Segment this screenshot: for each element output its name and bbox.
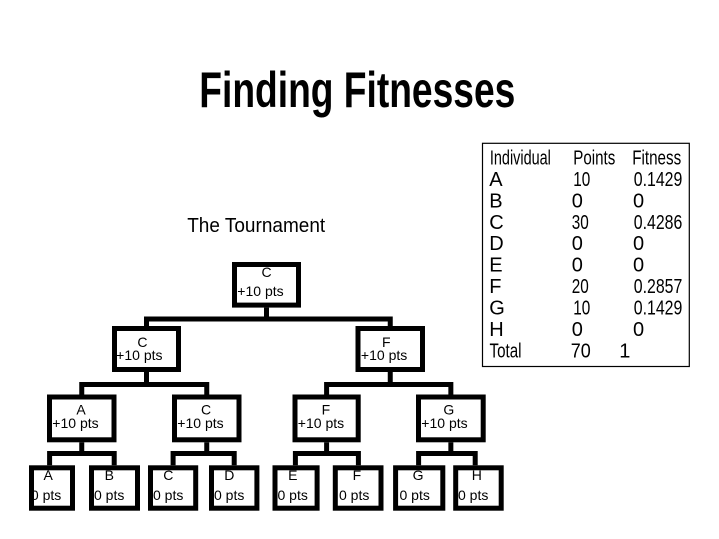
svg-text:B: B — [489, 190, 502, 212]
svg-text:Finding Fitnesses: Finding Fitnesses — [199, 62, 515, 118]
svg-text:The Tournament: The Tournament — [187, 215, 325, 237]
svg-text:0 pts: 0 pts — [94, 487, 124, 503]
svg-text:70: 70 — [571, 340, 591, 362]
svg-text:Points: Points — [573, 148, 615, 170]
svg-text:A: A — [76, 401, 86, 417]
svg-text:0 pts: 0 pts — [214, 487, 244, 503]
svg-text:F: F — [489, 276, 501, 298]
svg-text:0: 0 — [633, 190, 644, 212]
svg-text:C: C — [261, 264, 271, 280]
svg-text:0: 0 — [633, 255, 644, 277]
svg-text:Fitness: Fitness — [632, 148, 681, 170]
svg-text:C: C — [201, 401, 211, 417]
svg-text:G: G — [413, 467, 424, 483]
svg-text:Individual: Individual — [490, 148, 551, 170]
svg-text:D: D — [224, 467, 234, 483]
svg-text:0.1429: 0.1429 — [634, 169, 683, 191]
svg-text:0 pts: 0 pts — [153, 487, 183, 503]
svg-text:F: F — [353, 467, 362, 483]
svg-text:0: 0 — [572, 319, 583, 341]
svg-text:0: 0 — [572, 255, 583, 277]
svg-text:H: H — [489, 319, 503, 341]
svg-text:+10 pts: +10 pts — [116, 347, 162, 363]
svg-text:1: 1 — [619, 340, 630, 362]
svg-text:0.2857: 0.2857 — [634, 276, 683, 298]
svg-text:H: H — [472, 467, 482, 483]
svg-text:A: A — [44, 467, 54, 483]
svg-text:B: B — [105, 467, 114, 483]
svg-text:F: F — [322, 401, 331, 417]
svg-text:A: A — [489, 169, 503, 191]
svg-text:Total: Total — [490, 340, 522, 362]
svg-text:0: 0 — [633, 319, 644, 341]
svg-text:0: 0 — [572, 233, 583, 255]
svg-text:0.1429: 0.1429 — [634, 298, 683, 320]
svg-text:+10 pts: +10 pts — [421, 415, 467, 431]
svg-text:0 pts: 0 pts — [339, 487, 369, 503]
svg-text:+10 pts: +10 pts — [177, 415, 223, 431]
svg-text:E: E — [288, 467, 297, 483]
svg-text:0: 0 — [633, 233, 644, 255]
svg-text:C: C — [163, 467, 173, 483]
svg-text:20: 20 — [572, 276, 589, 298]
svg-text:0.4286: 0.4286 — [634, 212, 683, 234]
svg-text:E: E — [489, 255, 502, 277]
svg-text:0: 0 — [572, 190, 583, 212]
svg-text:0 pts: 0 pts — [31, 487, 61, 503]
svg-text:C: C — [137, 334, 147, 350]
svg-text:G: G — [489, 298, 505, 320]
svg-text:10: 10 — [573, 169, 590, 191]
svg-text:30: 30 — [572, 212, 589, 234]
svg-text:0 pts: 0 pts — [278, 487, 308, 503]
svg-text:F: F — [382, 334, 391, 350]
svg-text:D: D — [489, 233, 503, 255]
svg-text:+10 pts: +10 pts — [298, 415, 344, 431]
svg-text:G: G — [443, 401, 454, 417]
svg-text:+10 pts: +10 pts — [237, 283, 283, 299]
svg-text:0 pts: 0 pts — [458, 487, 488, 503]
svg-text:+10 pts: +10 pts — [361, 347, 407, 363]
svg-text:C: C — [489, 212, 503, 234]
svg-text:10: 10 — [573, 298, 590, 320]
svg-text:0 pts: 0 pts — [400, 487, 430, 503]
svg-text:+10 pts: +10 pts — [52, 415, 98, 431]
